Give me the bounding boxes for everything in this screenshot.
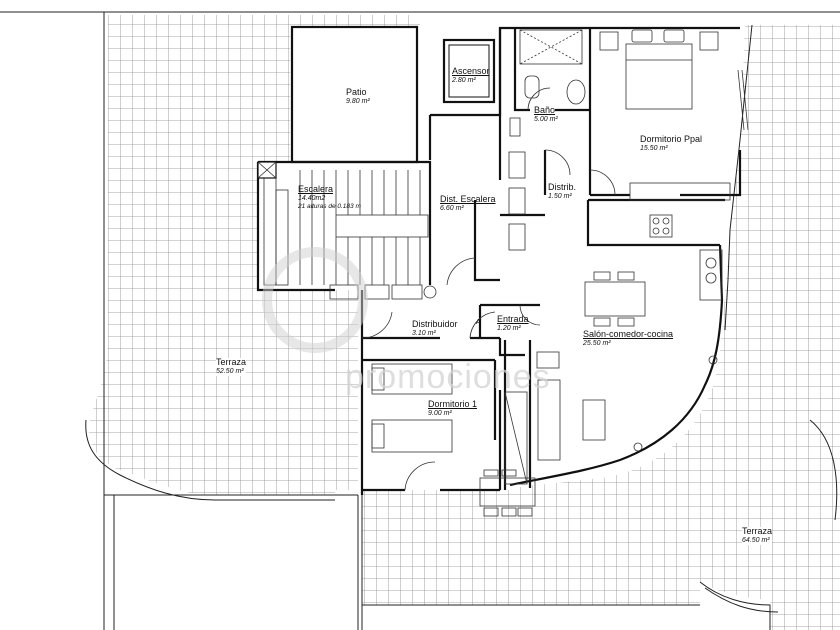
outdoor-table	[479, 469, 536, 517]
label-distrib: Distrib. 1.50 m²	[548, 182, 577, 201]
label-salon: Salón-comedor-cocina 25.50 m²	[583, 329, 674, 348]
distribuidor-area: 3.10 m²	[412, 329, 436, 337]
terraza-sur-name: Terraza	[742, 526, 773, 536]
ascensor-name: Ascensor	[452, 66, 490, 76]
label-distribuidor: Distribuidor 3.10 m²	[412, 319, 458, 338]
outer-lines	[0, 11, 840, 630]
toilet-icon	[524, 75, 540, 99]
distribuidor-name: Distribuidor	[412, 319, 458, 329]
label-escalera: Escalera 14.40m2 21 alturas de 0.183 m	[298, 184, 361, 210]
label-ascensor: Ascensor 2.80 m²	[452, 66, 490, 85]
label-dormitorio-ppal: Dormitorio Ppal 15.50 m²	[640, 134, 703, 153]
label-entrada: Entrada 1.20 m²	[497, 314, 529, 333]
entrada-area: 1.20 m²	[497, 324, 521, 332]
main-bed	[599, 29, 719, 110]
cooktop-icon	[649, 214, 673, 238]
terraza-oeste-area: 52.50 m²	[216, 367, 244, 375]
dist-escalera-name: Dist. Escalera	[440, 194, 496, 204]
escalera-area: 14.40m2	[298, 194, 326, 202]
label-bano: Baño 5.00 m²	[534, 105, 558, 124]
dormitorio1-area: 9.00 m²	[428, 409, 452, 417]
ascensor-area: 2.80 m²	[452, 76, 476, 84]
shower-tray	[519, 29, 583, 65]
terrace-tiles	[88, 15, 840, 630]
distrib-area: 1.50 m²	[548, 192, 572, 200]
dormitorio-ppal-name: Dormitorio Ppal	[640, 134, 703, 144]
dining-table	[584, 271, 646, 327]
twin-beds	[371, 363, 453, 453]
terrace-top-strip	[290, 15, 420, 27]
distrib-name: Distrib.	[548, 182, 577, 192]
terrace-east-floor	[510, 25, 840, 630]
dormitorio1-name: Dormitorio 1	[428, 399, 478, 409]
terraza-sur-area: 64.50 m²	[742, 536, 770, 544]
vent-box-icon	[257, 161, 277, 179]
escalera-name: Escalera	[298, 184, 334, 194]
watermark-logo	[262, 247, 368, 353]
salon-area: 25.50 m²	[583, 339, 611, 347]
elevator-shaft	[442, 38, 496, 104]
terrace-west-floor	[88, 15, 358, 495]
stair-treads	[263, 169, 429, 286]
label-dist-escalera: Dist. Escalera 6.60 m²	[440, 194, 496, 213]
terrace-south-floor	[362, 490, 700, 605]
dormitorio-ppal-area: 15.50 m²	[640, 144, 668, 152]
entrada-name: Entrada	[497, 314, 529, 324]
dist-escalera-area: 6.60 m²	[440, 204, 464, 212]
label-patio: Patio 9.80 m²	[346, 87, 370, 106]
bano-name: Baño	[534, 105, 556, 115]
patio-area: 9.80 m²	[346, 97, 370, 105]
sink-icon	[566, 79, 586, 105]
watermark-text: promociones	[345, 358, 551, 396]
escalera-note: 21 alturas de 0.183 m	[298, 202, 361, 210]
salon-name: Salón-comedor-cocina	[583, 329, 674, 339]
patio-name: Patio	[346, 87, 367, 97]
interior-details	[257, 29, 749, 517]
label-dormitorio1: Dormitorio 1 9.00 m²	[428, 399, 478, 418]
bano-area: 5.00 m²	[534, 115, 558, 123]
label-terraza-oeste: Terraza 52.50 m²	[216, 357, 247, 376]
patio-wall	[290, 25, 419, 164]
label-terraza-sur: Terraza 64.50 m²	[742, 526, 773, 545]
walls	[256, 25, 742, 495]
entrance-marker: A	[476, 319, 481, 326]
terraza-oeste-name: Terraza	[216, 357, 247, 367]
